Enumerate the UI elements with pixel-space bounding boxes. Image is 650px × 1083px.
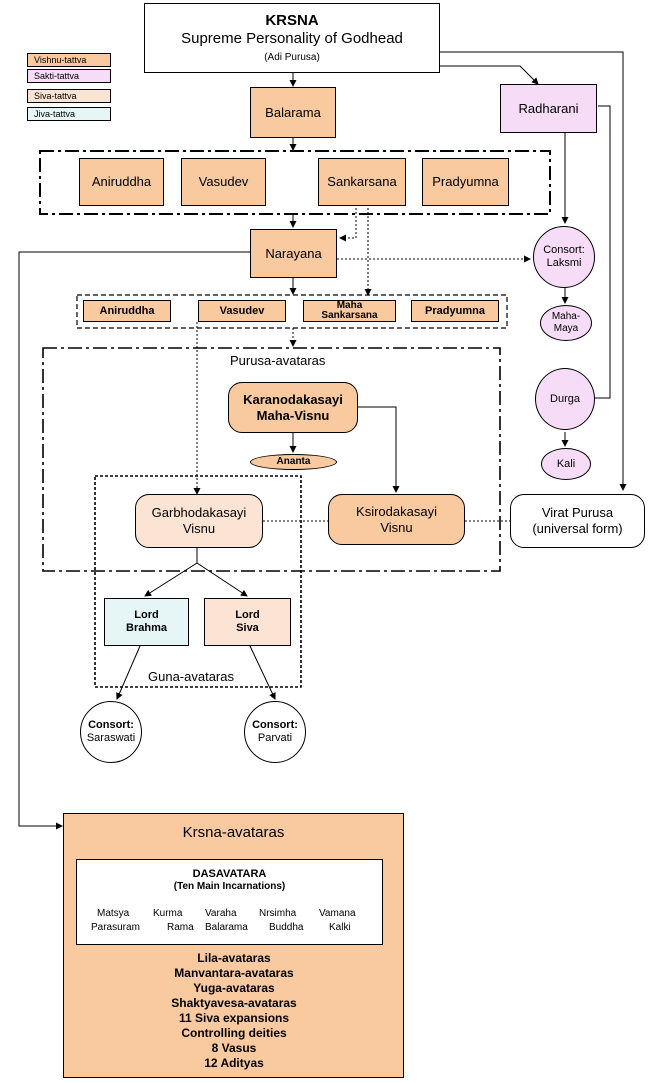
balarama-node: Balarama	[250, 87, 336, 138]
balarama-label: Balarama	[265, 104, 321, 120]
karanodakasayi-line2: Maha-Visnu	[256, 407, 330, 423]
virat-line1: Virat Purusa	[541, 505, 614, 520]
ksirodakasayi-line2: Visnu	[380, 519, 413, 535]
krsna-avataras-list: Lila-avataras Manvantara-avataras Yuga-a…	[64, 951, 404, 1071]
list-item: Controlling deities	[181, 1026, 287, 1040]
legend-siva-tattva: Siva-tattva	[27, 89, 111, 103]
list-item: Manvantara-avataras	[174, 966, 294, 980]
narayana-node: Narayana	[250, 229, 337, 278]
maha-maya-line1: Maha-	[551, 311, 581, 322]
dasa-kalki: Kalki	[329, 922, 351, 933]
lord-brahma-node: Lord Brahma	[104, 598, 189, 646]
pradyumna-2-node: Pradyumna	[411, 300, 499, 322]
durga-node: Durga	[535, 368, 595, 430]
karanodakasayi-line1: Karanodakasayi	[243, 391, 343, 407]
virat-line2: (universal form)	[532, 521, 623, 536]
maha-maya-line2: Maya	[553, 323, 579, 334]
parvati-line1: Consort:	[252, 719, 298, 731]
maha-sankarsana-line2: Sankarsana	[321, 310, 378, 321]
guna-group	[94, 475, 302, 688]
krsna-note: (Adi Purusa)	[264, 52, 320, 63]
vasudev-2-label: Vasudev	[219, 304, 265, 317]
list-item: 11 Siva expansions	[178, 1011, 290, 1025]
sankarsana-label: Sankarsana	[327, 174, 397, 189]
karanodakasayi-node: Karanodakasayi Maha-Visnu	[228, 382, 358, 433]
dasa-balarama: Balarama	[205, 922, 248, 933]
saraswati-line2: Saraswati	[86, 732, 136, 744]
guna-avataras-label: Guna-avataras	[148, 669, 234, 684]
legend-vishnu-tattva: Vishnu-tattva	[27, 53, 111, 67]
laksmi-line1: Consort:	[543, 244, 585, 256]
laksmi-line2: Laksmi	[546, 257, 582, 269]
legend-sakti-tattva: Sakti-tattva	[27, 69, 111, 83]
dasa-matsya: Matsya	[97, 908, 130, 919]
radharani-label: Radharani	[518, 100, 579, 116]
dasa-rama: Rama	[167, 922, 194, 933]
sankarsana-node: Sankarsana	[318, 158, 406, 206]
dasavatara-subtitle: (Ten Main Incarnations)	[173, 881, 286, 892]
parvati-node: Consort: Parvati	[244, 701, 306, 763]
dasa-parasuram: Parasuram	[91, 922, 140, 933]
dasa-varaha: Varaha	[205, 908, 237, 919]
dasa-buddha: Buddha	[269, 922, 304, 933]
list-item: Yuga-avataras	[193, 981, 275, 995]
ananta-label: Ananta	[276, 456, 311, 467]
purusa-group	[42, 347, 501, 572]
radharani-node: Radharani	[500, 84, 597, 133]
dasa-vamana: Vamana	[319, 908, 356, 919]
maha-sankarsana-line1: Maha	[336, 300, 363, 311]
saraswati-line1: Consort:	[88, 719, 134, 731]
dasavatara-title: DASAVATARA	[192, 868, 267, 880]
list-item: 8 Vasus	[211, 1041, 257, 1055]
lord-siva-node: Lord Siva	[204, 598, 291, 646]
list-item: Lila-avataras	[197, 951, 271, 965]
krsna-avataras-box: Krsna-avataras DASAVATARA (Ten Main Inca…	[63, 813, 404, 1078]
kali-label: Kali	[556, 457, 576, 470]
dasa-kurma: Kurma	[153, 908, 183, 919]
siva-line1: Lord	[235, 609, 260, 621]
vasudev-label: Vasudev	[198, 174, 249, 189]
krsna-node: KRSNA Supreme Personality of Godhead (Ad…	[144, 3, 440, 73]
garbhodakasayi-node: Garbhodakasayi Visnu	[135, 494, 263, 548]
brahma-line2: Brahma	[126, 622, 167, 634]
brahma-line1: Lord	[134, 609, 159, 621]
maha-maya-node: Maha- Maya	[540, 305, 592, 341]
parvati-line2: Parvati	[257, 732, 293, 744]
saraswati-node: Consort: Saraswati	[80, 701, 142, 763]
list-item: 12 Adityas	[204, 1056, 264, 1070]
krsna-title: KRSNA	[265, 12, 319, 29]
list-item: Shaktyavesa-avataras	[171, 996, 297, 1010]
kali-node: Kali	[541, 448, 591, 480]
first-quad-group	[39, 150, 551, 215]
krsna-subtitle: Supreme Personality of Godhead	[181, 30, 403, 47]
vasudev-2-node: Vasudev	[198, 300, 286, 322]
vasudev-node: Vasudev	[181, 158, 266, 206]
virat-purusa-node: Virat Purusa (universal form)	[510, 494, 645, 548]
garbhodakasayi-line2: Visnu	[182, 521, 216, 536]
maha-sankarsana-node: Maha Sankarsana	[303, 300, 396, 322]
garbhodakasayi-line1: Garbhodakasayi	[151, 505, 247, 520]
aniruddha-node: Aniruddha	[79, 158, 164, 206]
krsna-avataras-title: Krsna-avataras	[182, 824, 285, 841]
aniruddha-label: Aniruddha	[91, 174, 152, 189]
legend-jiva-tattva: Jiva-tattva	[27, 107, 111, 121]
dasa-nrsimha: Nrsimha	[259, 908, 297, 919]
ananta-node: Ananta	[250, 454, 337, 470]
pradyumna-2-label: Pradyumna	[425, 304, 485, 317]
aniruddha-2-node: Aniruddha	[83, 300, 171, 322]
laksmi-node: Consort: Laksmi	[533, 226, 595, 288]
purusa-avataras-label: Purusa-avataras	[230, 353, 326, 368]
pradyumna-node: Pradyumna	[422, 158, 509, 206]
narayana-label: Narayana	[265, 245, 322, 261]
aniruddha-2-label: Aniruddha	[99, 304, 155, 317]
ksirodakasayi-node: Ksirodakasayi Visnu	[328, 494, 465, 545]
pradyumna-label: Pradyumna	[432, 174, 499, 189]
dasavatara-box: DASAVATARA (Ten Main Incarnations) Matsy…	[76, 859, 383, 945]
ksirodakasayi-line1: Ksirodakasayi	[356, 503, 437, 519]
durga-label: Durga	[550, 392, 580, 405]
siva-line2: Siva	[236, 622, 259, 634]
